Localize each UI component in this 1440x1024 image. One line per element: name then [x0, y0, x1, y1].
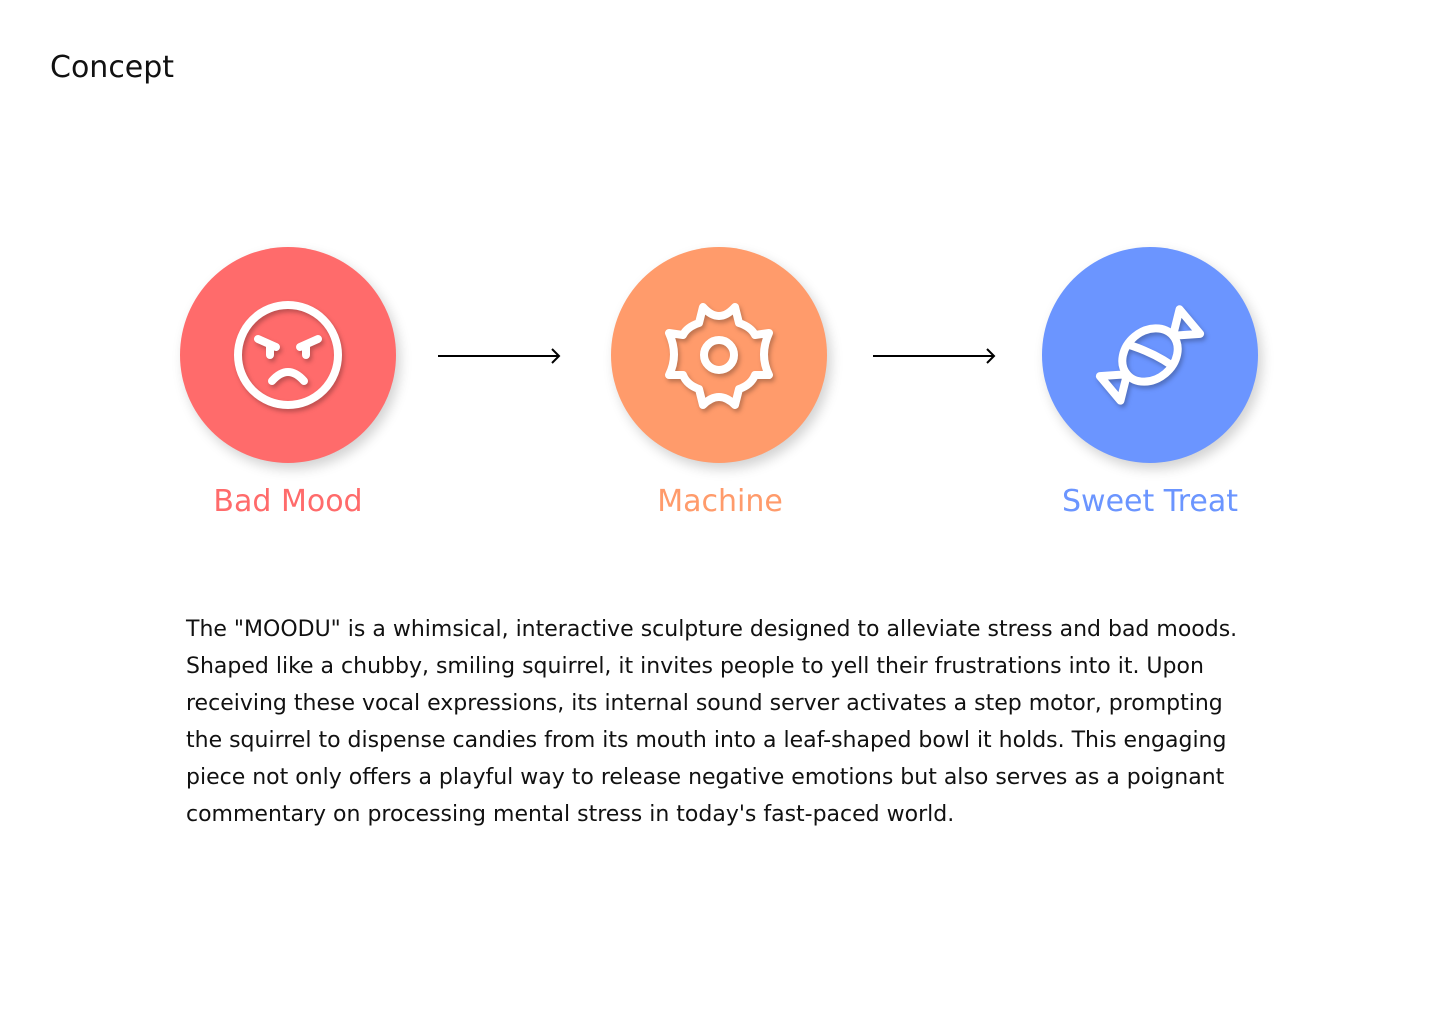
description-paragraph: The "MOODU" is a whimsical, interactive … — [186, 617, 1238, 827]
angry-face-icon — [234, 301, 342, 409]
machine-label: Machine — [657, 484, 783, 519]
bad-mood-circle — [180, 247, 396, 463]
page-title: Concept — [50, 50, 175, 85]
sweet-treat-label: Sweet Treat — [1062, 484, 1238, 519]
machine-circle — [611, 247, 827, 463]
sweet-treat-circle — [1042, 247, 1258, 463]
candy-icon — [1095, 305, 1205, 405]
bad-mood-label: Bad Mood — [213, 484, 363, 519]
arrow-right-icon — [873, 348, 996, 364]
arrow-right-icon — [438, 348, 561, 364]
gear-icon — [665, 303, 773, 409]
